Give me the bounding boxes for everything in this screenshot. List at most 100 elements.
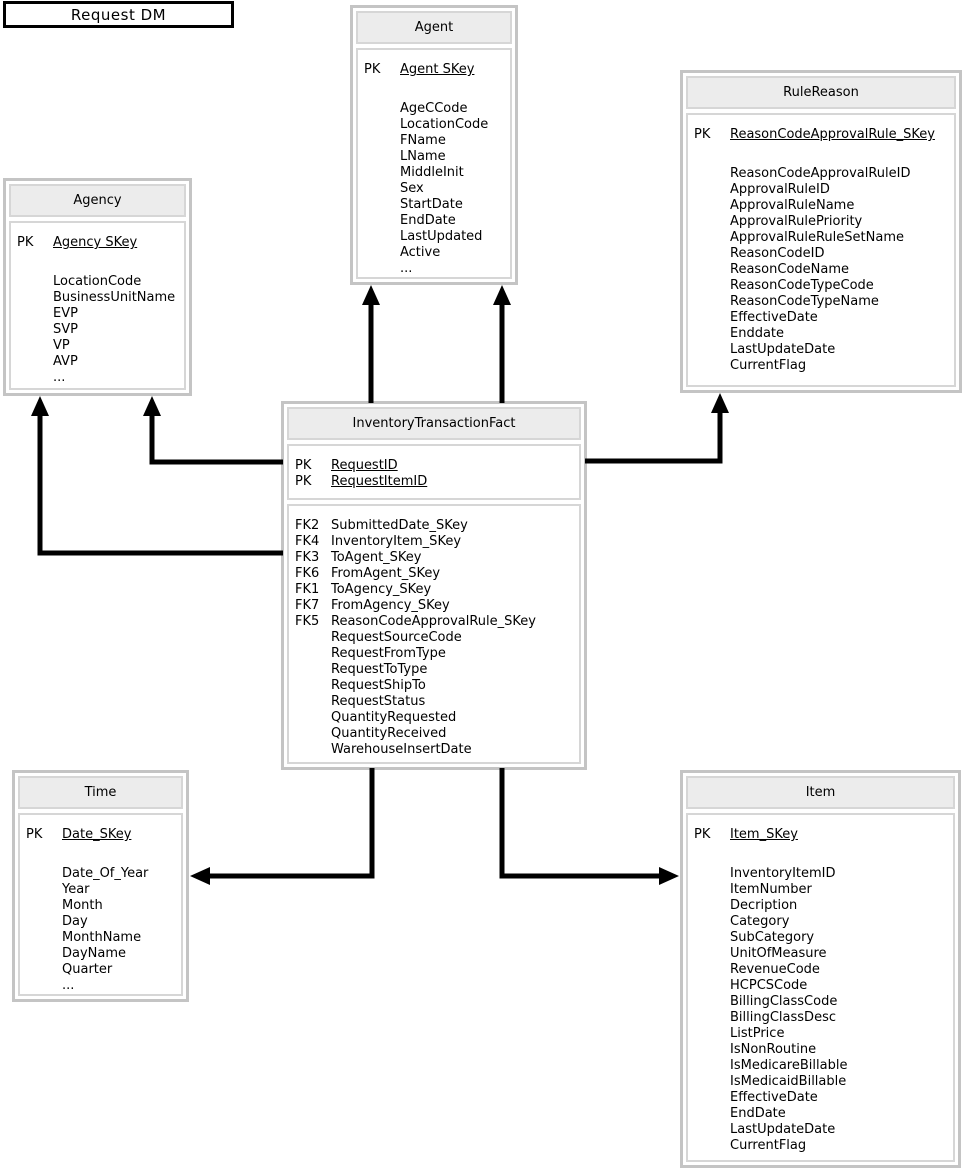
field-row: ... [53,370,66,385]
diagram-title-box: Request DM [3,1,234,28]
connector-fact-to-agent-1 [362,285,380,403]
entity-agency-title: Agency [9,184,186,217]
diagram-title: Request DM [70,5,167,24]
field-row: QuantityRequested [331,710,457,725]
field-row: CurrentFlag [730,358,807,373]
field-row: ReasonCodeID [730,246,825,261]
field-row: InventoryItemID [730,866,836,881]
field-row: RequestShipTo [331,678,426,693]
field-row: BillingClassDesc [730,1010,836,1025]
field-row: FName [400,133,446,148]
field-row: MiddleInit [400,165,464,180]
connector-fact-to-rulereason [585,393,729,464]
field-row: LocationCode [53,274,142,289]
field-row: LName [400,149,446,164]
field-row [364,78,504,101]
field-row: Enddate [730,326,785,341]
field-row: UnitOfMeasure [730,946,827,961]
field-row: ApprovalRuleRuleSetName [730,230,904,245]
field-row: EndDate [400,213,456,228]
field-row: LocationCode [400,117,489,132]
field-row: Date_Of_Year [62,866,149,881]
field-row: Month [62,898,103,913]
field-row: ItemNumber [730,882,812,897]
field-row: StartDate [400,197,463,212]
field-row: ReasonCodeTypeCode [730,278,874,293]
field-row: EndDate [730,1106,786,1121]
entity-rulereason-title: RuleReason [686,76,956,109]
connector-fact-to-item [499,768,679,885]
field-row: LastUpdateDate [730,342,836,357]
field-row: LastUpdated [400,229,483,244]
field-row: ApprovalRulePriority [730,214,863,229]
field-row: ReasonCodeName [730,262,850,277]
connector-fact-to-agency-2 [143,396,283,465]
field-row: AgeCCode [400,101,468,116]
entity-item-title: Item [686,776,955,809]
field-row: Sex [400,181,424,196]
field-row: Quarter [62,962,113,977]
field-row: Decription [730,898,798,913]
field-row: HCPCSCode [730,978,808,993]
field-row: MonthName [62,930,142,945]
field-row: Category [730,914,790,929]
entity-agent-title: Agent [356,11,512,44]
field-row: LastUpdateDate [730,1122,836,1137]
field-row: Active [400,245,441,260]
field-row: RequestSourceCode [331,630,462,645]
entity-fact-title: InventoryTransactionFact [287,407,581,440]
field-row [694,143,948,166]
field-row: Year [62,882,90,897]
field-row: CurrentFlag [730,1138,807,1153]
field-row: ApprovalRuleName [730,198,855,213]
field-row: DayName [62,946,127,961]
field-row [17,251,178,274]
field-row: IsMedicaidBillable [730,1074,847,1089]
field-row: RevenueCode [730,962,820,977]
field-row: ReasonCodeApprovalRuleID [730,166,911,181]
field-row: WarehouseInsertDate [331,742,472,757]
field-row: ReasonCodeTypeName [730,294,879,309]
connector-fact-to-agent-2 [493,285,511,403]
field-row: EffectiveDate [730,1090,818,1105]
field-row: ... [62,978,75,993]
field-row: EffectiveDate [730,310,818,325]
field-row: ... [400,261,413,276]
field-row: ApprovalRuleID [730,182,830,197]
field-row: ListPrice [730,1026,785,1041]
field-row: SubCategory [730,930,815,945]
field-row: RequestFromType [331,646,446,661]
field-row: AVP [53,354,78,369]
field-row: IsNonRoutine [730,1042,817,1057]
field-row [26,843,175,866]
field-row: VP [53,338,70,353]
field-row: Day [62,914,88,929]
field-row: RequestToType [331,662,428,677]
field-row: QuantityReceived [331,726,447,741]
connector-fact-to-time [190,768,375,885]
field-row: SVP [53,322,78,337]
